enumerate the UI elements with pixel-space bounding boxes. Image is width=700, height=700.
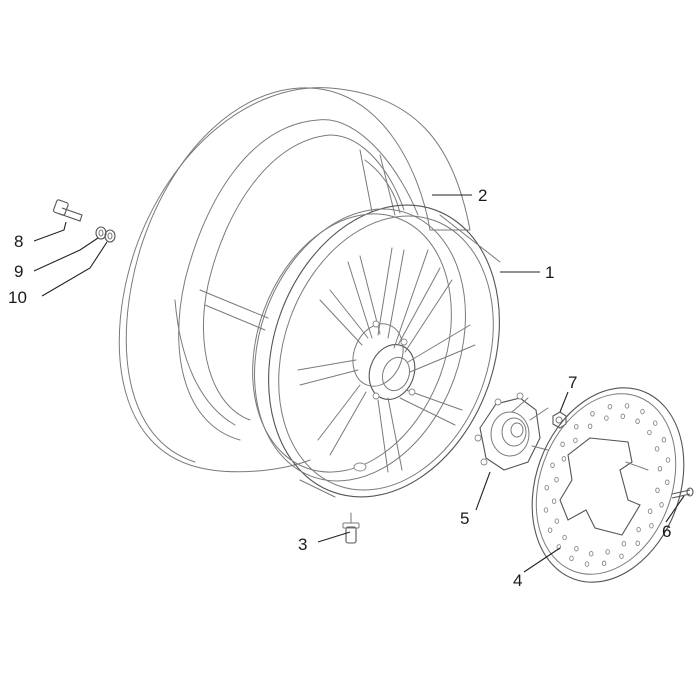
callout-9: 9 bbox=[14, 262, 23, 281]
disc-hole bbox=[547, 527, 553, 533]
disc-hole bbox=[590, 411, 595, 417]
disc-hole bbox=[554, 518, 560, 524]
callout-5: 5 bbox=[460, 509, 469, 528]
disc-hole bbox=[573, 437, 578, 444]
washer-10 bbox=[104, 229, 116, 243]
leader-5 bbox=[475, 471, 491, 511]
disc-hole bbox=[664, 479, 670, 486]
disc-hole bbox=[562, 534, 567, 541]
disc-hole bbox=[665, 457, 671, 463]
tyre bbox=[118, 87, 471, 473]
leader-7 bbox=[559, 391, 569, 413]
leader-3 bbox=[317, 531, 351, 543]
disc-hole bbox=[647, 429, 652, 436]
leader-6 bbox=[665, 495, 685, 523]
disc-hole bbox=[654, 446, 660, 452]
brake-disc bbox=[531, 387, 685, 583]
hub-flange bbox=[474, 392, 549, 471]
disc-hole bbox=[569, 555, 574, 562]
callout-labels: 1 2 3 4 5 6 7 8 9 10 bbox=[8, 186, 671, 590]
disc-hole bbox=[661, 437, 667, 443]
disc-hole bbox=[635, 418, 640, 425]
disc-hole bbox=[544, 484, 550, 491]
disc-hole bbox=[647, 508, 653, 514]
disc-hole bbox=[543, 507, 549, 513]
callout-6: 6 bbox=[662, 522, 671, 541]
washer-9 bbox=[95, 226, 107, 240]
leader-10 bbox=[41, 241, 108, 297]
axle-bolt bbox=[52, 199, 83, 222]
disc-hole bbox=[635, 540, 640, 547]
disc-hole bbox=[574, 423, 579, 430]
disc-hole bbox=[624, 403, 630, 409]
callout-4: 4 bbox=[513, 571, 522, 590]
leader-9 bbox=[33, 237, 99, 272]
disc-hole bbox=[554, 476, 559, 483]
leader-lines bbox=[33, 194, 685, 573]
disc-hole bbox=[605, 549, 610, 555]
disc-hole bbox=[620, 413, 626, 420]
leader-8 bbox=[33, 221, 67, 242]
disc-screw bbox=[671, 487, 694, 499]
disc-drill-holes bbox=[543, 403, 671, 567]
disc-hole bbox=[655, 487, 660, 494]
disc-hole bbox=[551, 498, 557, 504]
callout-8: 8 bbox=[14, 232, 23, 251]
disc-hole bbox=[587, 423, 593, 430]
disc-hole bbox=[619, 553, 624, 559]
disc-hole bbox=[604, 415, 609, 421]
disc-hole bbox=[649, 522, 654, 529]
disc-hole bbox=[659, 502, 664, 508]
callout-2: 2 bbox=[478, 186, 487, 205]
disc-hole bbox=[636, 526, 641, 533]
callout-1: 1 bbox=[545, 263, 554, 282]
disc-hole bbox=[584, 561, 590, 567]
disc-hole bbox=[588, 550, 594, 557]
callout-3: 3 bbox=[298, 535, 307, 554]
callout-7: 7 bbox=[568, 373, 577, 392]
disc-hole bbox=[652, 420, 658, 426]
disc-hole bbox=[550, 462, 555, 468]
wheel-rim bbox=[252, 204, 501, 498]
callout-10: 10 bbox=[8, 288, 27, 307]
disc-hole bbox=[601, 560, 607, 567]
leader-4 bbox=[523, 547, 561, 573]
disc-hole bbox=[607, 403, 613, 410]
disc-hole bbox=[561, 456, 567, 462]
valve-stem bbox=[342, 512, 360, 544]
disc-hole bbox=[560, 441, 565, 448]
disc-hole bbox=[574, 545, 579, 552]
disc-hole bbox=[657, 466, 663, 472]
disc-hole bbox=[640, 408, 645, 415]
disc-hole bbox=[621, 540, 627, 547]
